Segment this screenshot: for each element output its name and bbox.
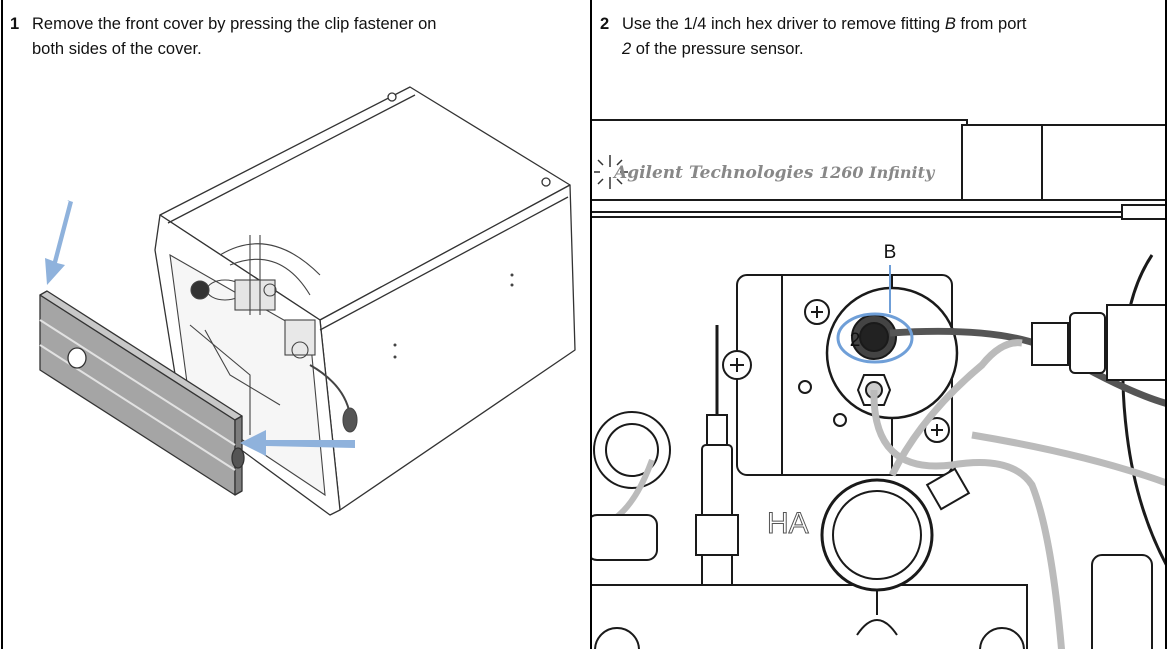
pressure-sensor-photo: Agilent Technologies 1260 Infinity HA B … — [592, 119, 1165, 649]
left-border — [1, 0, 3, 649]
step-1-text: Remove the front cover by pressing the c… — [32, 12, 436, 62]
side-dots — [393, 273, 514, 359]
step-1-instruction: 1 Remove the front cover by pressing the… — [10, 12, 585, 67]
callout-letter: B — [884, 242, 897, 263]
step-2-line-2b: of the pressure sensor. — [631, 40, 804, 58]
step-2-text: Use the 1/4 inch hex driver to remove fi… — [622, 12, 1026, 62]
stamp-fragment-label: HA — [767, 507, 809, 540]
step-2-number: 2 — [600, 15, 610, 33]
model-label: 1260 Infinity — [819, 163, 936, 182]
step-1-number: 1 — [10, 15, 20, 33]
press-arrows — [45, 200, 355, 456]
port-number-label: 2 — [850, 330, 861, 351]
step-1-line-1: Remove the front cover by pressing the c… — [32, 15, 437, 33]
fitting-callout: B 2 — [836, 242, 914, 364]
module-interior — [169, 235, 358, 497]
arrow-down-icon — [45, 200, 73, 285]
step-2-line-1a: Use the 1/4 inch hex driver to remove fi… — [622, 15, 945, 33]
right-border — [1165, 0, 1167, 649]
step-2-port-number: 2 — [622, 40, 632, 58]
step-2-line-1c: from port — [955, 15, 1027, 33]
step-1-line-2: both sides of the cover. — [32, 40, 202, 58]
brand-label: Agilent Technologies — [612, 163, 814, 183]
arrow-left-icon — [240, 430, 355, 456]
column-divider — [590, 0, 592, 649]
step-2-instruction: 2 Use the 1/4 inch hex driver to remove … — [600, 12, 1160, 67]
cover-removal-illustration — [39, 86, 576, 516]
agilent-spark-icon — [594, 155, 628, 189]
front-cover — [39, 290, 245, 496]
step-2-fitting-letter: B — [944, 15, 956, 33]
